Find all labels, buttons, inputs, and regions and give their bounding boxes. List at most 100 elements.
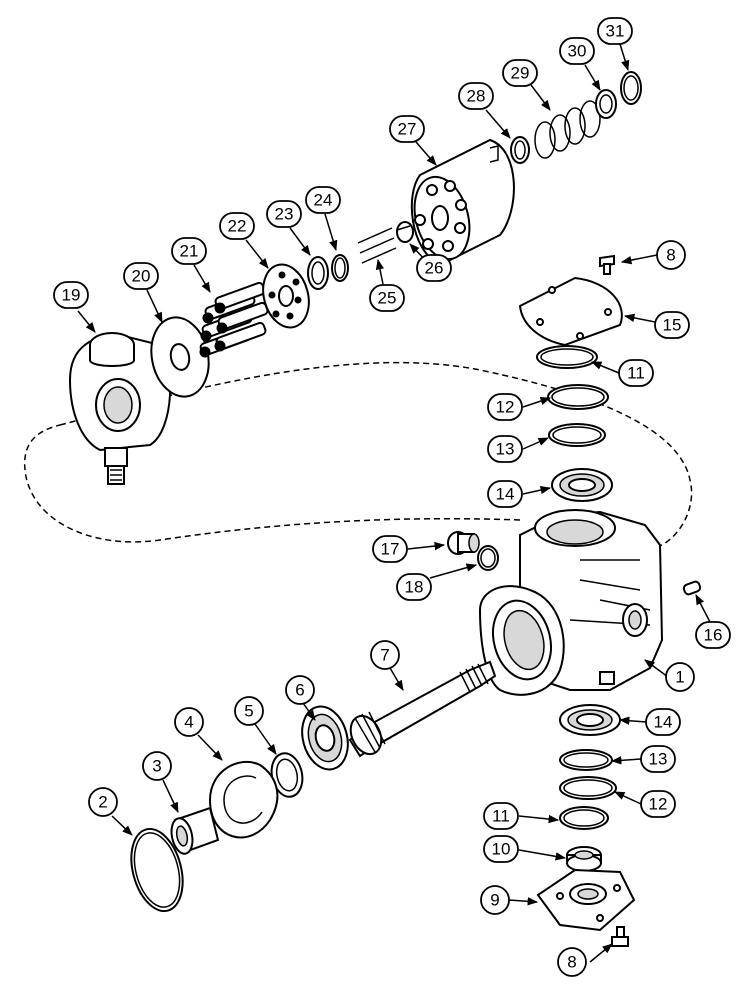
shaft-seal <box>170 806 220 855</box>
o-ring-large <box>130 827 184 913</box>
callout-label: 12 <box>496 398 515 417</box>
callout-12-lower: 12 <box>640 790 676 818</box>
callout-label: 27 <box>398 120 417 139</box>
bolt-bottom <box>611 926 629 947</box>
pins <box>357 227 397 264</box>
seal-12-upper <box>547 384 609 410</box>
callout-label: 26 <box>425 259 444 278</box>
callout-label: 12 <box>649 795 668 814</box>
bearing-lower <box>559 704 621 736</box>
callout-label: 8 <box>666 246 675 265</box>
callout-26: 26 <box>416 254 452 282</box>
callout-label: 11 <box>492 807 510 826</box>
callout-label: 14 <box>654 713 673 732</box>
leader-lines <box>77 43 711 963</box>
callout-9: 9 <box>480 885 510 915</box>
callout-21: 21 <box>171 237 207 265</box>
callout-label: 25 <box>378 289 397 308</box>
pump-housing <box>478 509 664 696</box>
callout-15: 15 <box>654 311 690 339</box>
callout-label: 2 <box>98 793 107 812</box>
callout-22: 22 <box>219 212 255 240</box>
dowel-pin <box>682 580 702 596</box>
callout-4: 4 <box>174 707 204 737</box>
callout-label: 9 <box>490 891 499 910</box>
callout-20: 20 <box>123 262 159 290</box>
callout-label: 5 <box>244 702 253 721</box>
callout-24: 24 <box>305 186 341 214</box>
callout-label: 24 <box>314 191 333 210</box>
callout-label: 11 <box>627 364 645 383</box>
callout-25: 25 <box>369 284 405 312</box>
callout-23: 23 <box>266 200 302 228</box>
bearing-upper <box>551 468 613 502</box>
callout-label: 18 <box>405 578 424 597</box>
seal-13-upper <box>548 423 606 447</box>
lip-seal <box>566 846 602 872</box>
callout-label: 13 <box>496 440 515 459</box>
callout-label: 4 <box>184 713 193 732</box>
callout-label: 16 <box>704 626 723 645</box>
callout-7: 7 <box>370 640 400 670</box>
seal-12-lower <box>559 776 617 800</box>
callout-6: 6 <box>285 675 315 705</box>
plug <box>447 531 480 555</box>
callout-label: 31 <box>606 22 625 41</box>
callout-28: 28 <box>458 82 494 110</box>
callout-label: 6 <box>295 681 304 700</box>
callout-label: 21 <box>180 242 199 261</box>
cylinder-block <box>410 138 515 267</box>
cover-plate <box>518 276 623 347</box>
callout-17: 17 <box>372 535 408 563</box>
callout-19: 19 <box>53 281 89 309</box>
shaft-bearing <box>301 705 349 771</box>
callout-label: 7 <box>380 646 389 665</box>
callout-label: 20 <box>132 267 151 286</box>
callout-label: 14 <box>496 485 515 504</box>
callout-16: 16 <box>695 621 731 649</box>
retainer-plate <box>262 263 310 329</box>
thrust-plate <box>150 316 210 398</box>
callout-1: 1 <box>665 662 695 692</box>
bolt-top <box>599 254 615 275</box>
callout-label: 1 <box>675 668 684 687</box>
callout-14-lower: 14 <box>645 708 681 736</box>
callout-label: 23 <box>275 205 294 224</box>
callout-label: 10 <box>492 840 511 859</box>
callout-label: 28 <box>467 87 486 106</box>
callout-27: 27 <box>389 115 425 143</box>
ring-30 <box>595 89 617 119</box>
callout-13-upper: 13 <box>487 435 523 463</box>
retaining-ring-large <box>208 760 279 839</box>
callout-11-upper: 11 <box>618 359 654 387</box>
callout-10: 10 <box>483 835 519 863</box>
spring <box>534 100 601 159</box>
callout-label: 3 <box>152 757 161 776</box>
swashplate <box>68 332 172 485</box>
seal-11-upper <box>536 345 598 369</box>
sleeve <box>396 221 414 243</box>
callout-5: 5 <box>234 696 264 726</box>
callout-3: 3 <box>142 751 172 781</box>
callout-label: 22 <box>228 217 247 236</box>
callout-18: 18 <box>396 573 432 601</box>
callout-14-upper: 14 <box>487 480 523 508</box>
callout-30: 30 <box>559 37 595 65</box>
callout-label: 15 <box>663 316 682 335</box>
callout-29: 29 <box>502 59 538 87</box>
drive-shaft <box>348 660 497 758</box>
callout-13-lower: 13 <box>640 745 676 773</box>
callout-label: 30 <box>568 42 587 61</box>
end-cover <box>536 868 636 932</box>
callout-12-upper: 12 <box>487 393 523 421</box>
callout-label: 17 <box>381 540 400 559</box>
callout-11-lower: 11 <box>483 802 519 830</box>
seal-11-lower <box>559 806 609 830</box>
ring-28 <box>510 136 530 164</box>
callout-8-bottom: 8 <box>557 947 587 977</box>
piston-set <box>199 281 269 358</box>
callout-8-top: 8 <box>656 240 686 270</box>
callout-2: 2 <box>88 787 118 817</box>
callout-label: 8 <box>567 953 576 972</box>
